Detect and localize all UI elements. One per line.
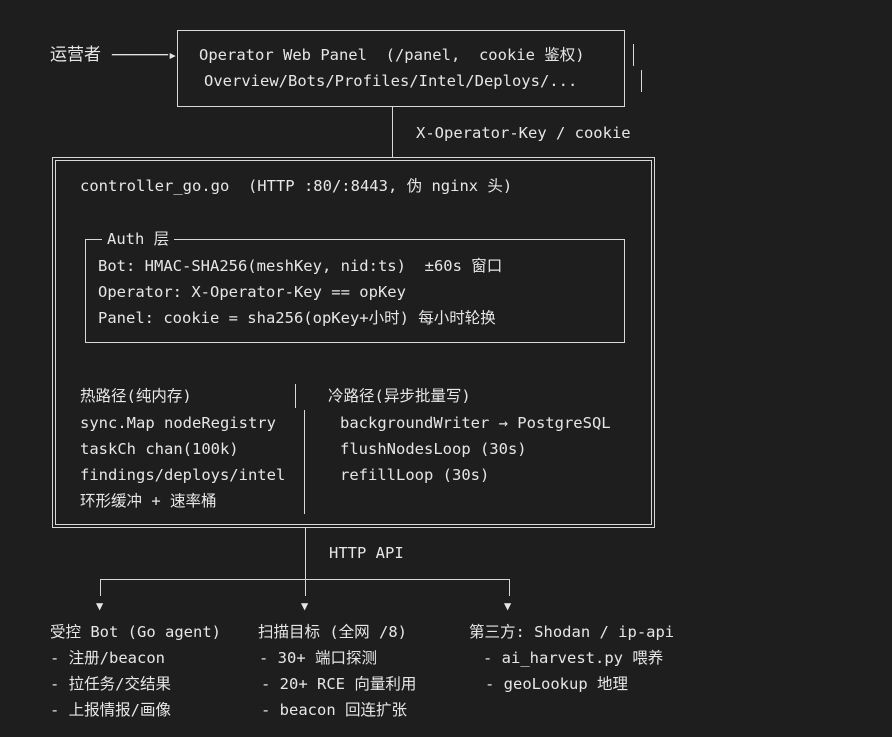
fanout-left-drop bbox=[100, 579, 101, 596]
operator-label: 运营者 bbox=[50, 45, 101, 65]
hot-path-title: 热路径(纯内存) bbox=[80, 387, 192, 405]
hot-path-item: findings/deploys/intel bbox=[80, 466, 286, 484]
panel-right-border-ext bbox=[633, 44, 634, 66]
target-bot-item: - 注册/beacon bbox=[50, 649, 165, 667]
target-thirdparty-title: 第三方: Shodan / ip-api bbox=[469, 623, 675, 641]
auth-line-operator: Operator: X-Operator-Key == opKey bbox=[98, 283, 406, 301]
arrow-down-icon: ▼ bbox=[96, 599, 104, 613]
panel-line-1: Operator Web Panel (/panel, cookie 鉴权) bbox=[199, 46, 585, 64]
fanout-middle-drop bbox=[305, 579, 306, 596]
connector-controller-api bbox=[305, 528, 306, 580]
target-scan-item: - 20+ RCE 向量利用 bbox=[261, 675, 417, 693]
hot-cold-divider bbox=[295, 384, 296, 408]
target-scan-title: 扫描目标 (全网 /8) bbox=[258, 623, 407, 641]
cold-path-item: backgroundWriter → PostgreSQL bbox=[340, 414, 611, 432]
arrow-down-icon: ▼ bbox=[504, 599, 512, 613]
target-bot-title: 受控 Bot (Go agent) bbox=[50, 623, 221, 641]
target-scan-item: - beacon 回连扩张 bbox=[261, 701, 407, 719]
operator-web-panel-box bbox=[177, 30, 625, 107]
operator-key-link-label: X-Operator-Key / cookie bbox=[416, 124, 631, 142]
operator-arrow: ──────▸ bbox=[112, 46, 178, 64]
hot-path-item: taskCh chan(100k) bbox=[80, 440, 239, 458]
panel-right-border-ext2 bbox=[641, 70, 642, 92]
cold-path-item: refillLoop (30s) bbox=[340, 466, 490, 484]
fanout-right-drop bbox=[509, 579, 510, 596]
target-thirdparty-item: - geoLookup 地理 bbox=[485, 675, 628, 693]
auth-layer-title: Auth 层 bbox=[102, 229, 175, 249]
target-bot-item: - 拉任务/交结果 bbox=[50, 675, 171, 693]
panel-line-2: Overview/Bots/Profiles/Intel/Deploys/... bbox=[204, 72, 578, 90]
auth-line-panel: Panel: cookie = sha256(opKey+小时) 每小时轮换 bbox=[98, 309, 496, 327]
connector-panel-controller bbox=[392, 107, 393, 157]
cold-path-title: 冷路径(异步批量写) bbox=[328, 387, 471, 405]
target-thirdparty-item: - ai_harvest.py 喂养 bbox=[483, 649, 664, 667]
http-api-label: HTTP API bbox=[329, 544, 404, 562]
cold-path-item: flushNodesLoop (30s) bbox=[340, 440, 527, 458]
hot-path-item: sync.Map nodeRegistry bbox=[80, 414, 276, 432]
target-scan-item: - 30+ 端口探测 bbox=[259, 649, 377, 667]
hot-cold-divider-lower bbox=[304, 410, 305, 514]
controller-title: controller_go.go (HTTP :80/:8443, 伪 ngin… bbox=[80, 177, 513, 195]
auth-layer-box bbox=[85, 239, 625, 343]
target-bot-item: - 上报情报/画像 bbox=[50, 701, 171, 719]
controller-box bbox=[52, 157, 655, 528]
hot-path-item: 环形缓冲 + 速率桶 bbox=[80, 492, 217, 510]
auth-line-bot: Bot: HMAC-SHA256(meshKey, nid:ts) ±60s 窗… bbox=[98, 257, 503, 275]
arrow-down-icon: ▼ bbox=[301, 599, 309, 613]
